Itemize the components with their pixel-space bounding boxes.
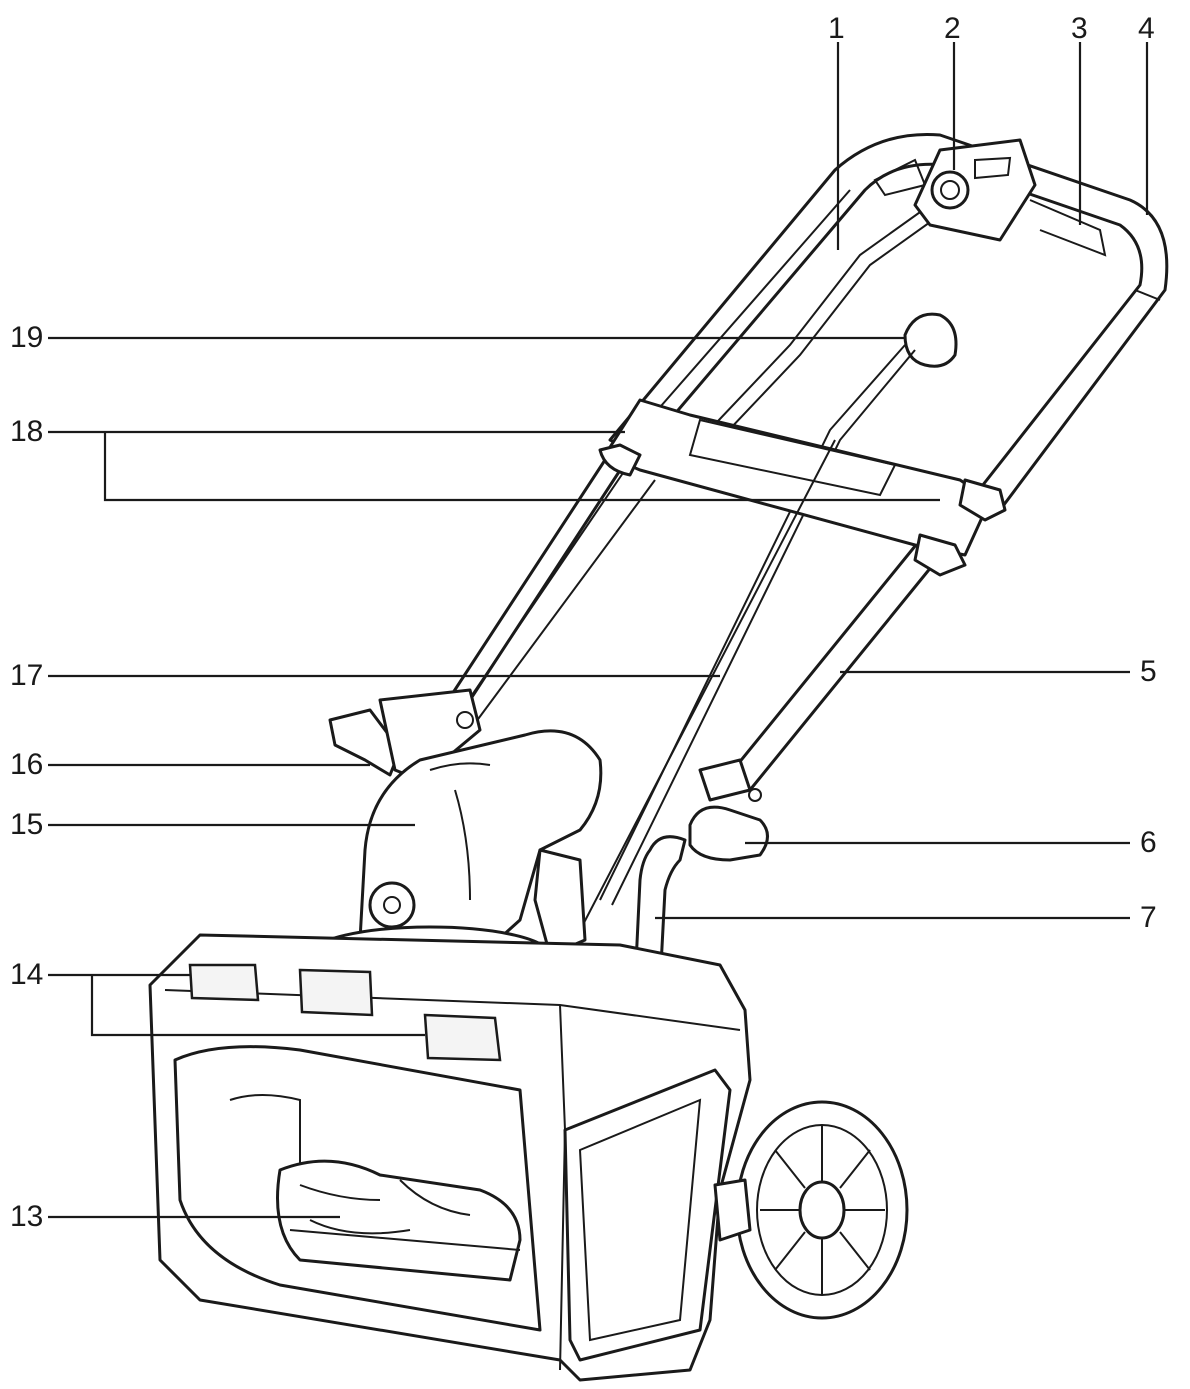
callout-17: 17 <box>10 659 44 692</box>
callout-6: 6 <box>1140 826 1157 859</box>
callout-3: 3 <box>1071 12 1088 45</box>
callout-13: 13 <box>10 1200 44 1233</box>
crossbar <box>598 398 1007 577</box>
callout-5: 5 <box>1140 655 1157 688</box>
chute-rod <box>574 439 836 941</box>
wheel <box>713 1100 909 1320</box>
callout-14: 14 <box>10 958 44 991</box>
discharge-chute <box>358 729 603 970</box>
handle-knob <box>688 758 769 862</box>
bail-bar <box>699 199 1107 451</box>
callout-16: 16 <box>10 748 44 781</box>
leader-lines <box>48 42 1149 1219</box>
callout-2: 2 <box>944 12 961 45</box>
callout-7: 7 <box>1140 901 1157 934</box>
callout-19: 19 <box>10 321 44 354</box>
callout-15: 15 <box>10 808 44 841</box>
leader-14b <box>90 975 425 1037</box>
auger <box>276 1159 522 1282</box>
callout-4: 4 <box>1138 12 1155 45</box>
start-button-housing <box>913 138 1037 242</box>
deflector-handle <box>328 688 482 782</box>
leader-18b <box>103 432 940 502</box>
callout-1: 1 <box>828 12 845 45</box>
side-panel <box>563 1068 732 1362</box>
callout-18: 18 <box>10 415 44 448</box>
